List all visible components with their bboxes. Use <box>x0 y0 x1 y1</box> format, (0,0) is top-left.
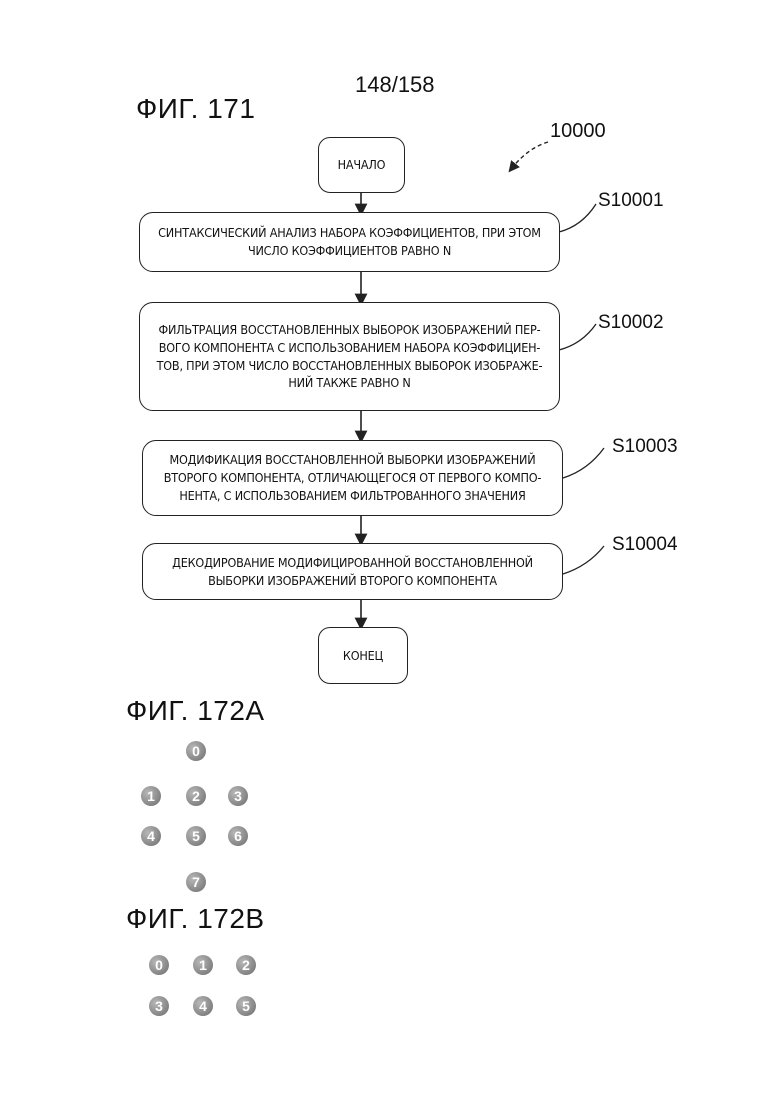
step-s10003-line: ВТОРОГО КОМПОНЕНТА, ОТЛИЧАЮЩЕГОСЯ ОТ ПЕР… <box>164 469 542 487</box>
figure-171-title: ФИГ. 171 <box>136 93 255 125</box>
step-s10002-label: S10002 <box>598 312 664 334</box>
step-s10001-line: СИНТАКСИЧЕСКИЙ АНАЛИЗ НАБОРА КОЭФФИЦИЕНТ… <box>158 224 541 242</box>
page-number: 148/158 <box>355 72 435 98</box>
leader-s10003 <box>563 448 604 478</box>
step-s10003-line: МОДИФИКАЦИЯ ВОССТАНОВЛЕННОЙ ВЫБОРКИ ИЗОБ… <box>164 451 542 469</box>
sample-dot: 3 <box>228 786 248 806</box>
step-s10004-line: ВЫБОРКИ ИЗОБРАЖЕНИЙ ВТОРОГО КОМПОНЕНТА <box>172 572 533 590</box>
start-terminal: НАЧАЛО <box>318 137 405 193</box>
step-s10001-box: СИНТАКСИЧЕСКИЙ АНАЛИЗ НАБОРА КОЭФФИЦИЕНТ… <box>139 212 560 272</box>
step-s10003-box: МОДИФИКАЦИЯ ВОССТАНОВЛЕННОЙ ВЫБОРКИ ИЗОБ… <box>142 440 563 516</box>
sample-dot: 2 <box>186 786 206 806</box>
sample-dot: 0 <box>186 741 206 761</box>
step-s10001-label: S10001 <box>598 190 664 212</box>
sample-dot: 7 <box>186 872 206 892</box>
step-s10003-label: S10003 <box>612 436 678 458</box>
step-s10002-line: ТОВ, ПРИ ЭТОМ ЧИСЛО ВОССТАНОВЛЕННЫХ ВЫБО… <box>157 357 543 375</box>
figure-172b-title: ФИГ. 172B <box>126 903 265 935</box>
flowchart-reference-number: 10000 <box>550 120 606 143</box>
sample-dot: 6 <box>228 826 248 846</box>
ref-pointer-arrow <box>512 142 548 168</box>
end-label: КОНЕЦ <box>343 647 383 665</box>
sample-dot: 4 <box>141 826 161 846</box>
step-s10004-box: ДЕКОДИРОВАНИЕ МОДИФИЦИРОВАННОЙ ВОССТАНОВ… <box>142 543 563 600</box>
sample-dot: 1 <box>193 955 213 975</box>
end-terminal: КОНЕЦ <box>318 627 408 684</box>
sample-dot: 4 <box>193 996 213 1016</box>
sample-dot: 3 <box>149 996 169 1016</box>
step-s10002-line: ВОГО КОМПОНЕНТА С ИСПОЛЬЗОВАНИЕМ НАБОРА … <box>157 339 543 357</box>
step-s10004-line: ДЕКОДИРОВАНИЕ МОДИФИЦИРОВАННОЙ ВОССТАНОВ… <box>172 554 533 572</box>
step-s10001-line: ЧИСЛО КОЭФФИЦИЕНТОВ РАВНО N <box>158 242 541 260</box>
step-s10002-line: ФИЛЬТРАЦИЯ ВОССТАНОВЛЕННЫХ ВЫБОРОК ИЗОБР… <box>157 321 543 339</box>
leader-s10001 <box>559 204 596 232</box>
sample-dot: 5 <box>186 826 206 846</box>
step-s10002-line: НИЙ ТАКЖЕ РАВНО N <box>157 374 543 392</box>
step-s10003-line: НЕНТА, С ИСПОЛЬЗОВАНИЕМ ФИЛЬТРОВАННОГО З… <box>164 487 542 505</box>
sample-dot: 2 <box>236 955 256 975</box>
step-s10002-box: ФИЛЬТРАЦИЯ ВОССТАНОВЛЕННЫХ ВЫБОРОК ИЗОБР… <box>139 302 560 411</box>
step-s10004-label: S10004 <box>612 534 678 556</box>
leader-s10002 <box>559 324 596 350</box>
leader-s10004 <box>563 546 604 574</box>
sample-dot: 0 <box>149 955 169 975</box>
sample-dot: 1 <box>141 786 161 806</box>
start-label: НАЧАЛО <box>338 156 386 174</box>
figure-172a-title: ФИГ. 172A <box>126 695 265 727</box>
sample-dot: 5 <box>236 996 256 1016</box>
